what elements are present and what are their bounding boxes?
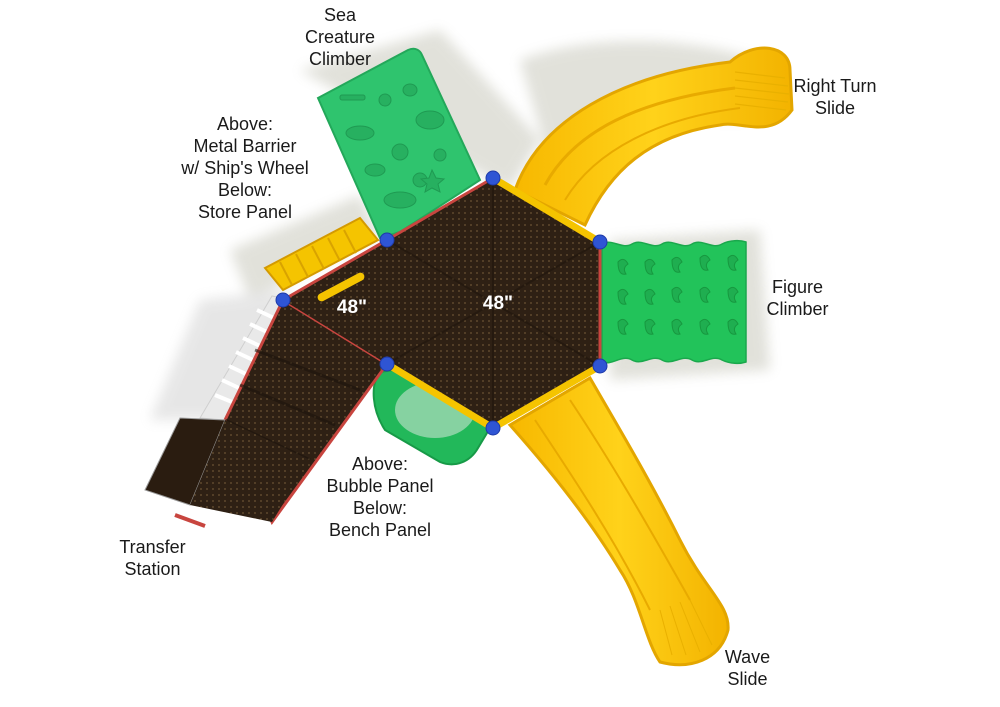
label-metal-barrier-store-panel: Above: Metal Barrier w/ Ship's Wheel Bel… — [181, 114, 309, 222]
sea-creature-climber — [316, 47, 482, 240]
square-deck-height: 48" — [337, 297, 367, 318]
label-bubble-bench-panel: Above: Bubble Panel Below: Bench Panel — [326, 454, 434, 540]
label-sea-creature-climber: Sea Creature Climber — [304, 5, 376, 69]
clamp-icon — [379, 232, 395, 248]
clamp-icon — [379, 356, 395, 372]
hex-deck-height: 48" — [483, 293, 513, 314]
clamp-icons — [275, 170, 608, 436]
square-deck: 48" — [282, 238, 388, 364]
label-transfer-station: Transfer Station — [119, 537, 186, 579]
clamp-icon — [275, 292, 291, 308]
clamp-icon — [485, 420, 501, 436]
label-wave-slide: Wave Slide — [724, 647, 771, 689]
metal-barrier-store-panel — [263, 216, 380, 292]
clamp-icon — [485, 170, 501, 186]
transfer-station-deck — [144, 297, 390, 528]
clamp-icon — [592, 234, 608, 250]
figure-climber — [601, 239, 747, 365]
wave-slide — [507, 375, 730, 667]
label-figure-climber: Figure Climber — [766, 277, 829, 319]
hex-deck: 48" — [385, 174, 602, 432]
transfer-steps — [199, 295, 291, 421]
clamp-icon — [592, 358, 608, 374]
bubble-bench-panel — [372, 368, 492, 466]
right-turn-slide — [513, 46, 794, 228]
label-right-turn-slide: Right Turn Slide — [793, 76, 877, 118]
